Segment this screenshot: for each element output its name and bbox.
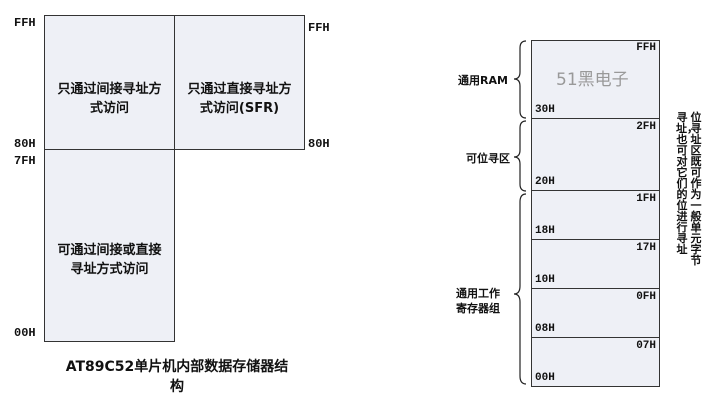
cell-top-label: 2FH xyxy=(636,121,656,133)
side-note-col2: 寻址，也可对它们的位进行寻址 xyxy=(676,111,698,256)
cell-bottom-label: 18H xyxy=(535,225,555,237)
cell-bottom-label: 00H xyxy=(535,372,555,384)
addr-7fh: 7FH xyxy=(14,154,36,168)
reg-bank-3-cell xyxy=(531,190,660,240)
reg-bank-2-cell xyxy=(531,239,660,289)
ram-cell-30-ff xyxy=(531,40,660,119)
cell-bottom-label: 30H xyxy=(535,104,555,116)
cell-top-label: 07H xyxy=(636,340,656,352)
cell-top-label: FFH xyxy=(636,42,656,54)
group-braces xyxy=(513,40,527,385)
reg-bank-0-cell xyxy=(531,337,660,387)
cell-bottom-label: 20H xyxy=(535,176,555,188)
cell-top-label: 1FH xyxy=(636,193,656,205)
addr-ffh-right: FFH xyxy=(308,21,330,35)
direct-sfr-label: 只通过直接寻址方式访问(SFR) xyxy=(187,82,292,116)
cell-bottom-label: 08H xyxy=(535,323,555,335)
addr-ffh-left: FFH xyxy=(14,16,36,30)
lower-ram-label: 可通过间接或直接寻址方式访问 xyxy=(57,243,162,277)
brace-bit xyxy=(513,120,527,192)
brace-ram xyxy=(513,40,527,119)
bit-cell-20-2f xyxy=(531,118,660,191)
watermark-text: 51黑电子 xyxy=(556,70,629,90)
side-note-col1: 位寻址区既可作为一般单元字节 xyxy=(690,111,702,267)
group-label-bit: 可位寻区 xyxy=(466,152,510,165)
indirect-upper-label: 只通过间接寻址方式访问 xyxy=(57,82,162,116)
cell-top-label: 0FH xyxy=(636,291,656,303)
brace-reg xyxy=(513,193,527,385)
reg-bank-1-cell xyxy=(531,288,660,338)
group-label-ram: 通用RAM xyxy=(458,74,508,87)
addr-80h-right: 80H xyxy=(308,137,330,151)
addr-00h: 00H xyxy=(14,326,36,340)
cell-bottom-label: 10H xyxy=(535,274,555,286)
cell-top-label: 17H xyxy=(636,242,656,254)
indirect-upper-region xyxy=(44,15,175,150)
group-label-reg: 通用工作 寄存器组 xyxy=(456,287,500,315)
lower-ram-region xyxy=(44,149,175,342)
diagram-caption: AT89C52单片机内部数据存储器结构 xyxy=(65,359,289,395)
addr-80h-left: 80H xyxy=(14,137,36,151)
sfr-region xyxy=(174,15,305,150)
